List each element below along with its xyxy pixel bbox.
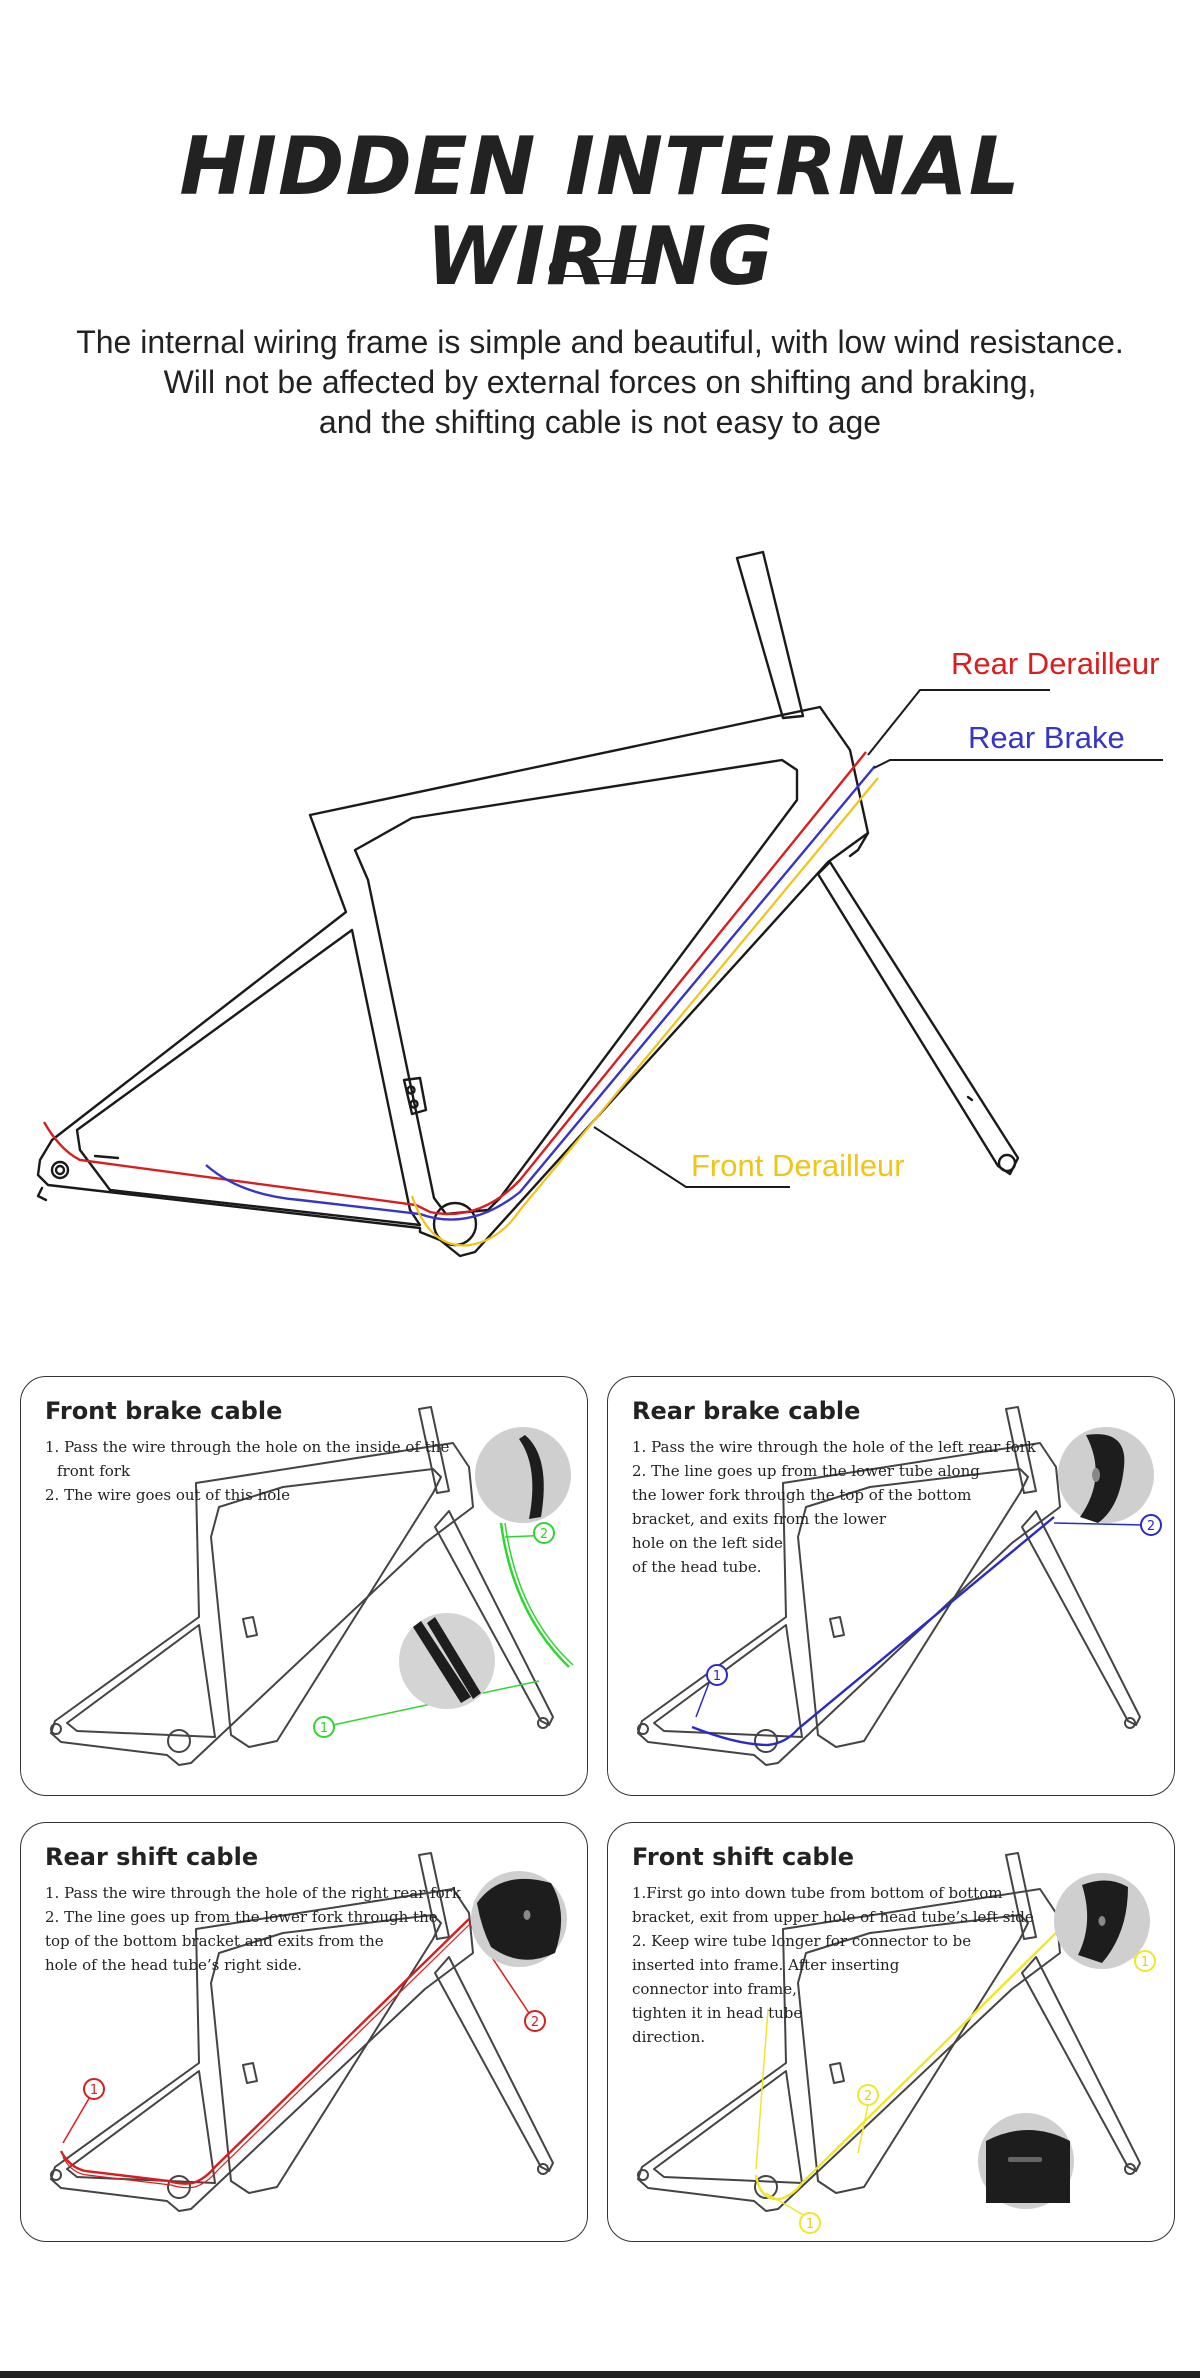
step-line: top of the bottom bracket and exits from… bbox=[45, 1932, 384, 1950]
marker-label: 2 bbox=[864, 2089, 872, 2104]
marker-label: 2 bbox=[531, 2015, 539, 2030]
step-line: 2. The line goes up from the lower fork … bbox=[45, 1908, 438, 1926]
marker-label: 1 bbox=[90, 2083, 98, 2098]
marker-label: 1 bbox=[320, 1721, 328, 1736]
step-line: of the head tube. bbox=[632, 1558, 762, 1576]
footer-bar bbox=[0, 2371, 1200, 2378]
front-brake-frame-diagram: 2 1 bbox=[50, 1406, 574, 1766]
marker-label: 1 bbox=[1141, 1955, 1149, 1970]
seat-post bbox=[735, 550, 805, 720]
front-fork bbox=[816, 860, 1020, 1176]
step-line: 1. Pass the wire through the hole of the… bbox=[632, 1438, 1036, 1456]
frame-inner bbox=[353, 758, 799, 1216]
step-line: 2. The line goes up from the lower tube … bbox=[632, 1462, 980, 1480]
panel-rear-brake-cable: 2 1 Rear brake cable 1. Pass the wire th… bbox=[607, 1376, 1175, 1796]
step-line: 1. Pass the wire through the hole on the… bbox=[45, 1438, 450, 1456]
rear-shift-frame-diagram: 2 1 bbox=[50, 1852, 567, 2212]
rear-derailleur-cable bbox=[42, 751, 867, 1216]
marker-label: 2 bbox=[540, 1527, 548, 1542]
step-line: hole on the left side bbox=[632, 1534, 783, 1552]
bottle-boss bbox=[402, 1076, 428, 1116]
bottle-bolt bbox=[406, 1085, 416, 1095]
rear-brake-cable-path bbox=[691, 1516, 1055, 1747]
fork-crown bbox=[848, 831, 870, 858]
derailleur-hanger bbox=[36, 1186, 48, 1202]
panel-steps: 1. Pass the wire through the hole on the… bbox=[45, 1435, 450, 1507]
fork-mark bbox=[966, 1095, 974, 1102]
rear-brake-leader bbox=[873, 759, 1163, 769]
frame-outer bbox=[36, 705, 870, 1258]
rear-derailleur-leader bbox=[867, 689, 1050, 756]
front-derailleur-label: Front Derailleur bbox=[691, 1148, 905, 1183]
panel-title: Rear brake cable bbox=[632, 1397, 861, 1425]
marker-2 bbox=[533, 1522, 555, 1544]
marker-2 bbox=[524, 2010, 546, 2032]
marker-label: 2 bbox=[1147, 1519, 1155, 1534]
intro-line: and the shifting cable is not easy to ag… bbox=[318, 404, 882, 440]
step-line: direction. bbox=[632, 2028, 706, 2046]
chainstay-mark bbox=[93, 1154, 120, 1160]
main-frame-diagram bbox=[36, 550, 1163, 1258]
marker-1 bbox=[83, 2078, 105, 2100]
step-line: 2. The wire goes out of this hole bbox=[45, 1486, 290, 1504]
bottle-bolt bbox=[409, 1099, 419, 1109]
rear-dropout bbox=[50, 1160, 70, 1180]
step-line: inserted into frame. After inserting bbox=[632, 1956, 900, 1974]
front-shift-frame-diagram: 1 2 1 bbox=[637, 1852, 1156, 2234]
intro-line: Will not be affected by external forces … bbox=[163, 364, 1037, 400]
panel-front-shift-cable: 1 2 1 Front shift cable 1.First go into … bbox=[607, 1822, 1175, 2242]
panel-title: Front brake cable bbox=[45, 1397, 283, 1425]
step-line: the lower fork through the top of the bo… bbox=[632, 1486, 972, 1504]
page-title: HIDDEN INTERNAL WIRING bbox=[179, 120, 1021, 303]
step-line: 1.First go into down tube from bottom of… bbox=[632, 1884, 1003, 1902]
step-line: tighten it in head tube bbox=[632, 2004, 803, 2022]
marker-1 bbox=[706, 1664, 728, 1686]
rear-brake-frame-diagram: 2 1 bbox=[637, 1406, 1162, 1766]
step-line: connector into frame, bbox=[632, 1980, 797, 1998]
marker-1 bbox=[1134, 1950, 1156, 1972]
panel-front-brake-cable: 2 1 Front brake cable 1. Pass the wire t… bbox=[20, 1376, 588, 1796]
step-line: 2. Keep wire tube longer for connector t… bbox=[632, 1932, 972, 1950]
intro-text: The internal wiring frame is simple and … bbox=[0, 322, 1200, 442]
panel-rear-shift-cable: 2 1 Rear shift cable 1. Pass the wire th… bbox=[20, 1822, 588, 2242]
marker-1-lower bbox=[799, 2212, 821, 2234]
panel-steps: 1. Pass the wire through the hole of the… bbox=[632, 1435, 1036, 1579]
rear-brake-label: Rear Brake bbox=[968, 720, 1125, 755]
marker-2 bbox=[1140, 1514, 1162, 1536]
title-divider bbox=[549, 260, 652, 277]
panel-steps: 1. Pass the wire through the hole of the… bbox=[45, 1881, 461, 1977]
marker-1 bbox=[313, 1716, 335, 1738]
step-line: bracket, exit from upper hole of head tu… bbox=[632, 1908, 1034, 1926]
rear-dropout-inner bbox=[54, 1164, 66, 1176]
fork-dropout bbox=[997, 1153, 1017, 1173]
panel-steps: 1.First go into down tube from bottom of… bbox=[632, 1881, 1034, 2049]
detail-inset-top bbox=[475, 1427, 571, 1523]
panel-title: Front shift cable bbox=[632, 1843, 855, 1871]
panel-title: Rear shift cable bbox=[45, 1843, 259, 1871]
rear-derailleur-label: Rear Derailleur bbox=[951, 646, 1160, 681]
rear-shift-cable-path bbox=[59, 1918, 470, 2185]
marker-label: 1 bbox=[806, 2217, 814, 2232]
rear-triangle bbox=[75, 928, 422, 1227]
front-derailleur-leader bbox=[593, 1126, 790, 1188]
front-brake-cable-path bbox=[499, 1522, 570, 1668]
intro-line: The internal wiring frame is simple and … bbox=[76, 324, 1124, 360]
marker-label: 1 bbox=[713, 1669, 721, 1684]
front-shift-cable-path bbox=[754, 1928, 1061, 2201]
step-line: hole of the head tube’s right side. bbox=[45, 1956, 302, 1974]
step-line: 1. Pass the wire through the hole of the… bbox=[45, 1884, 461, 1902]
step-line: bracket, and exits from the lower bbox=[632, 1510, 887, 1528]
step-line: front fork bbox=[57, 1462, 131, 1480]
front-derailleur-cable bbox=[410, 777, 879, 1247]
